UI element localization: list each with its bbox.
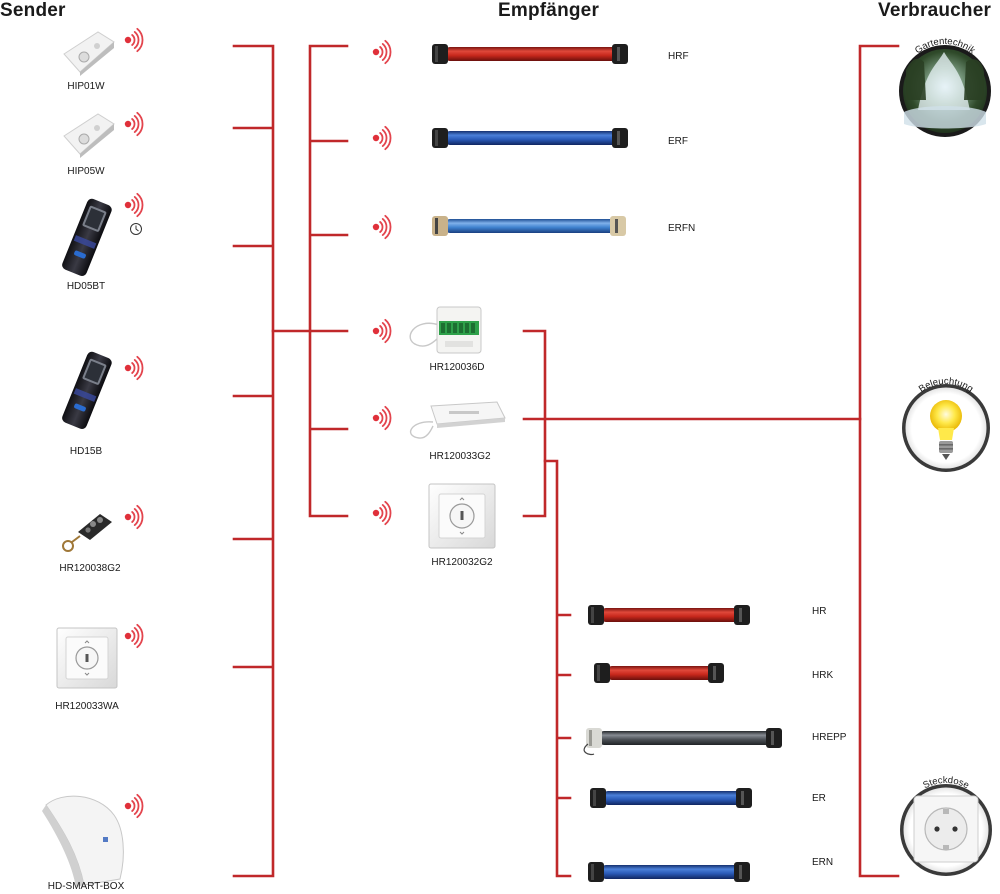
receiver-bus-line <box>308 44 349 518</box>
timer-clock-icon <box>130 223 142 235</box>
module-label-hr120036d: HR120036D <box>429 362 485 373</box>
wifi-signal-icon <box>372 318 392 344</box>
light-bulb-icon <box>902 384 990 472</box>
tubular-motor-icon <box>588 862 750 882</box>
wifi-signal-icon <box>372 500 392 526</box>
wifi-signal-icon <box>124 27 144 53</box>
module-label-hr120032g2: HR120032G2 <box>431 557 493 568</box>
wired-motor-label-ern: ERN <box>812 857 834 868</box>
flush-receiver-module-icon <box>409 306 482 354</box>
wall-receiver-switch-icon <box>428 483 496 549</box>
key-fob-remote-icon <box>62 514 112 552</box>
wifi-signal-icon <box>124 623 144 649</box>
sender-bus-line <box>232 44 275 878</box>
tubular-motor-icon <box>432 128 628 148</box>
wired-motors <box>583 605 782 882</box>
remote-control-display-icon <box>62 351 112 429</box>
connection-lines <box>232 44 900 878</box>
wifi-signal-icon <box>124 793 144 819</box>
sender-label-hr120033wa: HR120033WA <box>55 701 119 712</box>
wifi-signals <box>124 27 392 819</box>
consumers: Gartentechnik Beleuchtung Steckdose <box>899 36 992 876</box>
sender-label-hip05w: HIP05W <box>67 166 105 177</box>
universal-receiver-icon <box>409 401 506 439</box>
wall-switch-white-icon <box>63 31 115 76</box>
tubular-motor-icon <box>590 788 752 808</box>
garden-fountain-icon <box>899 45 991 137</box>
motor-label-erf: ERF <box>668 136 688 147</box>
sender-label-hip01w: HIP01W <box>67 81 105 92</box>
tubular-motor-icon <box>432 216 626 236</box>
wall-switch-white-icon <box>63 113 115 158</box>
wifi-signal-icon <box>124 504 144 530</box>
module-label-hr120033g2: HR120033G2 <box>429 451 491 462</box>
sender-label-hd05bt: HD05BT <box>66 281 106 292</box>
tubular-motor-icon <box>594 663 724 683</box>
wired-motor-label-hr: HR <box>812 606 827 617</box>
module-bracket-line <box>522 329 547 518</box>
header-empfaenger: Empfänger <box>498 0 600 21</box>
power-socket-icon <box>900 784 992 876</box>
wired-motor-bus-line <box>543 459 572 878</box>
sender-label-hd15b: HD15B <box>69 446 103 457</box>
sender-label-hr120038g2: HR120038G2 <box>59 563 121 574</box>
consumer-label: Steckdose <box>921 775 970 791</box>
tubular-motor-icon <box>588 605 750 625</box>
wifi-signal-icon <box>124 192 144 218</box>
wifi-signal-icon <box>124 355 144 381</box>
motor-label-erfn: ERFN <box>668 223 696 234</box>
wifi-signal-icon <box>372 125 392 151</box>
sender-label-hd-smart-box: HD-SMART-BOX <box>47 881 125 892</box>
smart-box-hub-icon <box>42 795 124 887</box>
wired-motor-label-hrepp: HREPP <box>812 732 847 743</box>
header-verbraucher: Verbraucher <box>878 0 992 21</box>
wall-switch-square-icon <box>56 627 118 689</box>
grey-tubular-motor-icon <box>583 728 782 756</box>
wifi-signal-icon <box>372 214 392 240</box>
receiver-motors <box>432 44 628 236</box>
consumer-bus-line <box>858 44 900 878</box>
header-sender: Sender <box>0 0 66 21</box>
consumer-label-steckdose: Steckdose <box>921 775 970 791</box>
wifi-signal-icon <box>372 39 392 65</box>
motor-label-hrf: HRF <box>668 51 689 62</box>
wired-motor-label-hrk: HRK <box>812 670 834 681</box>
tubular-motor-icon <box>432 44 628 64</box>
wifi-signal-icon <box>372 405 392 431</box>
wired-motor-label-er: ER <box>812 793 826 804</box>
remote-control-display-timer-icon <box>62 198 112 276</box>
sender-devices <box>42 31 142 887</box>
wifi-signal-icon <box>124 111 144 137</box>
receiver-modules <box>409 306 506 549</box>
